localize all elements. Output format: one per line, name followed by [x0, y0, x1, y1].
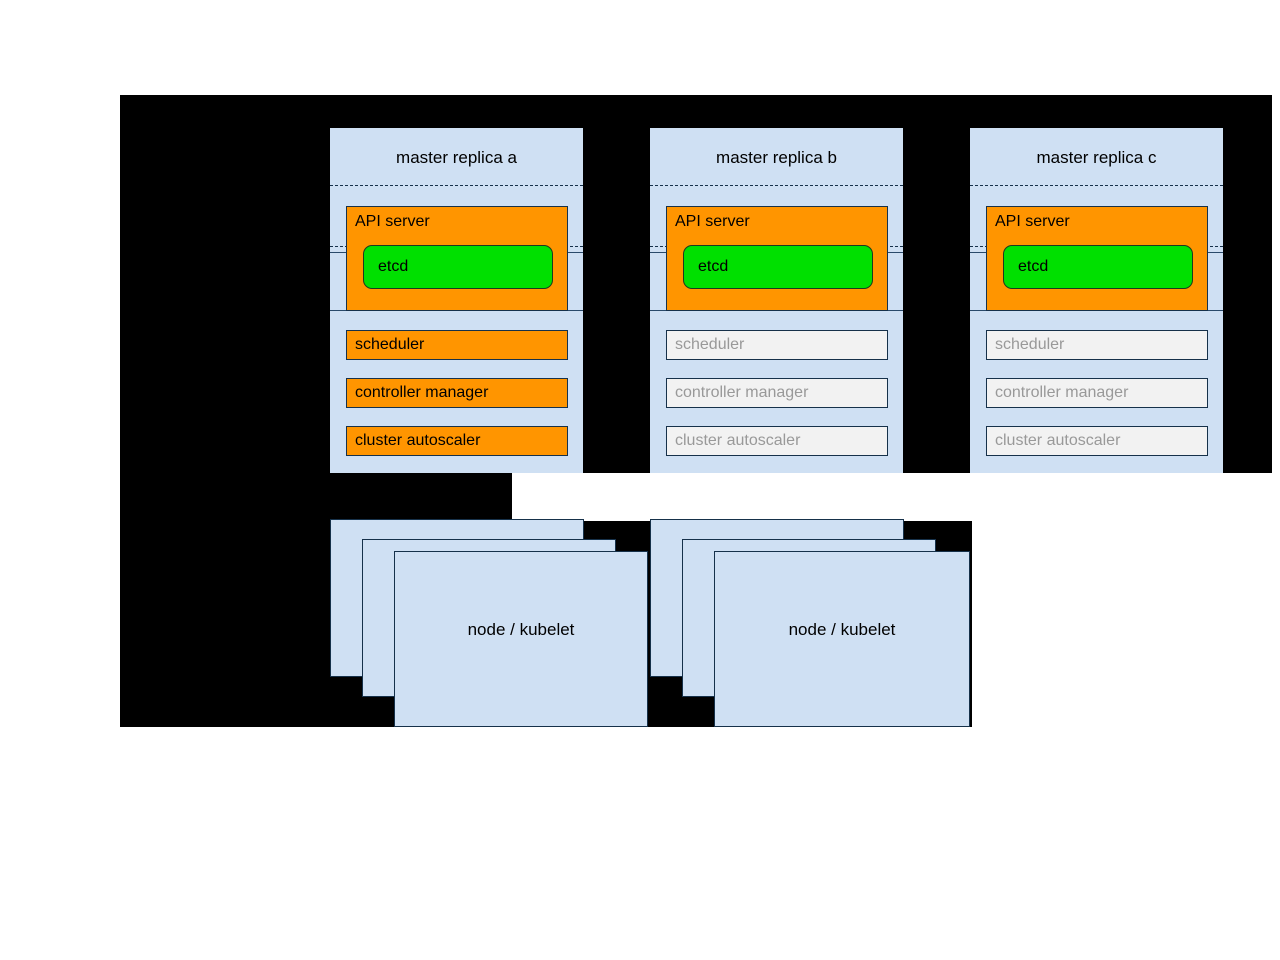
replica-divider-top: [650, 185, 903, 186]
component-scheduler[interactable]: scheduler: [986, 330, 1208, 360]
api-server-label: API server: [675, 213, 750, 230]
component-controller-manager[interactable]: controller manager: [346, 378, 568, 408]
component-cluster-autoscaler[interactable]: cluster autoscaler: [666, 426, 888, 456]
api-server-label: API server: [995, 213, 1070, 230]
api-server-label: API server: [355, 213, 430, 230]
master-replica-card-a[interactable]: master replica a API server etcd schedul…: [330, 128, 583, 473]
component-controller-manager[interactable]: controller manager: [986, 378, 1208, 408]
backdrop-notch: [512, 473, 1272, 521]
master-replica-title: master replica b: [716, 148, 837, 167]
node-stack-2[interactable]: node / kubelet: [650, 519, 972, 731]
master-replica-title: master replica a: [396, 148, 517, 167]
component-cluster-autoscaler[interactable]: cluster autoscaler: [986, 426, 1208, 456]
master-replica-title: master replica c: [1036, 148, 1157, 167]
replica-divider-top: [330, 185, 583, 186]
node-label: node / kubelet: [788, 620, 896, 639]
component-controller-manager[interactable]: controller manager: [666, 378, 888, 408]
api-server-block[interactable]: API server etcd: [986, 206, 1208, 311]
node-layer-front[interactable]: node / kubelet: [714, 551, 970, 727]
node-stack-1[interactable]: node / kubelet: [330, 519, 650, 731]
replica-divider-top: [970, 185, 1223, 186]
etcd-box[interactable]: etcd: [1003, 245, 1193, 289]
api-server-block[interactable]: API server etcd: [666, 206, 888, 311]
etcd-box[interactable]: etcd: [683, 245, 873, 289]
component-scheduler[interactable]: scheduler: [666, 330, 888, 360]
backdrop-lower-left-block: [120, 473, 512, 521]
etcd-box[interactable]: etcd: [363, 245, 553, 289]
master-replica-card-b[interactable]: master replica b API server etcd schedul…: [650, 128, 903, 473]
node-layer-front[interactable]: node / kubelet: [394, 551, 648, 727]
component-cluster-autoscaler[interactable]: cluster autoscaler: [346, 426, 568, 456]
component-scheduler[interactable]: scheduler: [346, 330, 568, 360]
node-label: node / kubelet: [467, 620, 575, 639]
api-server-block[interactable]: API server etcd: [346, 206, 568, 311]
master-replica-card-c[interactable]: master replica c API server etcd schedul…: [970, 128, 1223, 473]
